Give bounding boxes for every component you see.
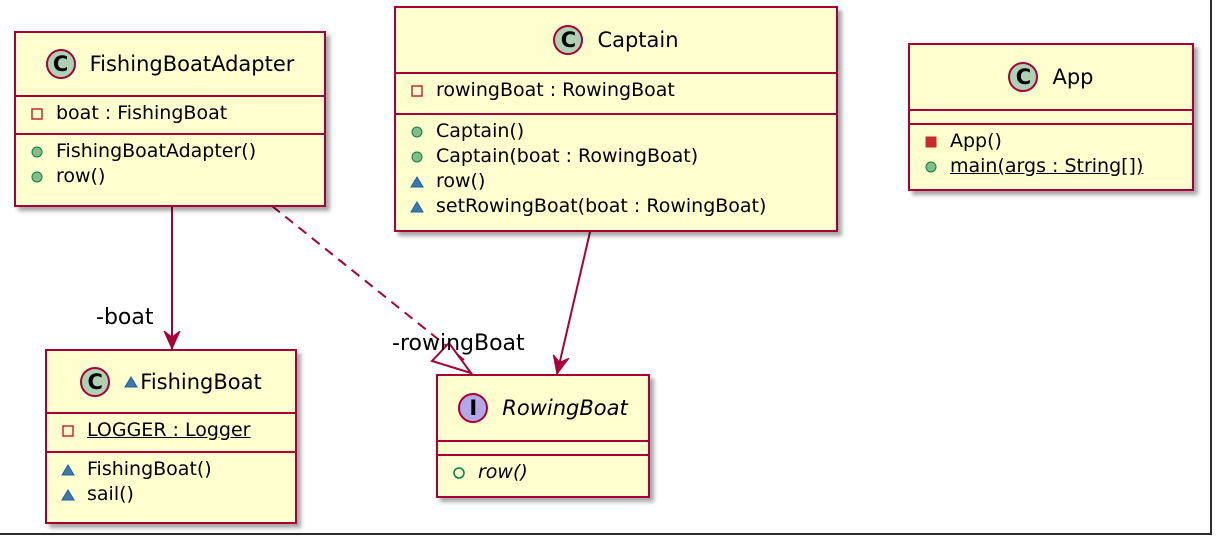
class-name: Captain [597, 28, 679, 52]
static-method-text: main(args : String[]) [950, 155, 1144, 177]
class-header: C Captain [396, 8, 836, 74]
class-badge-icon: C [80, 366, 111, 397]
class-header: I RowingBoat [438, 376, 648, 442]
package-visibility-icon [61, 488, 75, 502]
interface-rowing-boat[interactable]: I RowingBoat row() [436, 374, 650, 498]
private-visibility-icon [61, 424, 75, 438]
method-text: Captain() [436, 120, 525, 142]
private-visibility-icon [924, 135, 938, 149]
rowing-boat-role-label: -rowingBoat [392, 331, 525, 356]
class-header: C FishingBoatAdapter [16, 33, 324, 97]
boat-role-label: -boat [96, 305, 154, 330]
method-text: FishingBoat() [87, 458, 212, 480]
field-text: rowingBoat : RowingBoat [436, 79, 675, 101]
private-visibility-icon [410, 84, 424, 98]
methods-section: Captain() Captain(boat : RowingBoat) row… [396, 115, 836, 223]
static-field-text: LOGGER : Logger [87, 419, 251, 441]
method-row: sail() [61, 482, 295, 507]
package-visibility-icon [61, 463, 75, 477]
class-captain[interactable]: C Captain rowingBoat : RowingBoat Captai… [394, 6, 838, 232]
methods-section: App() main(args : String[]) [910, 125, 1192, 183]
method-row: main(args : String[]) [924, 154, 1192, 179]
field-row: boat : FishingBoat [30, 101, 324, 126]
class-fishing-boat[interactable]: C FishingBoat LOGGER : Logger FishingBoa… [45, 349, 297, 524]
method-text: row() [56, 165, 106, 187]
package-visibility-icon [124, 375, 139, 389]
fields-section [910, 111, 1192, 125]
field-text: boat : FishingBoat [56, 102, 228, 124]
class-name: App [1052, 65, 1094, 89]
package-visibility-icon [410, 175, 424, 189]
method-row: FishingBoatAdapter() [30, 139, 324, 164]
method-text: FishingBoatAdapter() [56, 140, 257, 162]
class-name: FishingBoatAdapter [89, 52, 295, 76]
method-row: Captain() [410, 119, 836, 144]
method-text: sail() [87, 483, 134, 505]
method-text: setRowingBoat(boat : RowingBoat) [436, 195, 767, 217]
class-name: FishingBoat [140, 369, 262, 394]
method-text: row() [436, 170, 486, 192]
class-badge-icon: C [553, 25, 584, 55]
class-fishing-boat-adapter[interactable]: C FishingBoatAdapter boat : FishingBoat … [14, 31, 326, 207]
interface-badge-icon: I [458, 393, 489, 423]
class-badge-icon: C [1008, 62, 1039, 92]
fields-section: rowingBoat : RowingBoat [396, 74, 836, 115]
method-row: row() [452, 460, 648, 485]
fields-section: boat : FishingBoat [16, 97, 324, 135]
public-visibility-icon [452, 466, 466, 480]
fields-section: LOGGER : Logger [47, 414, 295, 453]
public-visibility-icon [924, 160, 938, 174]
method-row: row() [30, 164, 324, 189]
association-captain-to-rowingboat [557, 231, 591, 374]
public-visibility-icon [410, 150, 424, 164]
class-header: C App [910, 45, 1192, 111]
class-badge-icon: C [45, 49, 76, 79]
public-visibility-icon [30, 170, 44, 184]
field-row: LOGGER : Logger [61, 418, 295, 443]
public-visibility-icon [410, 125, 424, 139]
public-visibility-icon [30, 145, 44, 159]
field-row: rowingBoat : RowingBoat [410, 78, 836, 103]
methods-section: row() [438, 456, 648, 489]
class-app[interactable]: C App App() main(args : String[]) [908, 43, 1194, 191]
method-row: setRowingBoat(boat : RowingBoat) [410, 194, 836, 219]
private-visibility-icon [30, 107, 44, 121]
interface-name: RowingBoat [502, 396, 628, 420]
method-row: FishingBoat() [61, 457, 295, 482]
method-row: row() [410, 169, 836, 194]
methods-section: FishingBoat() sail() [47, 453, 295, 511]
methods-section: FishingBoatAdapter() row() [16, 135, 324, 193]
method-text: Captain(boat : RowingBoat) [436, 145, 699, 167]
package-visibility-icon [410, 200, 424, 214]
method-row: App() [924, 129, 1192, 154]
class-header: C FishingBoat [47, 351, 295, 414]
method-row: Captain(boat : RowingBoat) [410, 144, 836, 169]
abstract-method-text: row() [478, 461, 528, 483]
method-text: App() [950, 130, 1002, 152]
fields-section [438, 442, 648, 456]
